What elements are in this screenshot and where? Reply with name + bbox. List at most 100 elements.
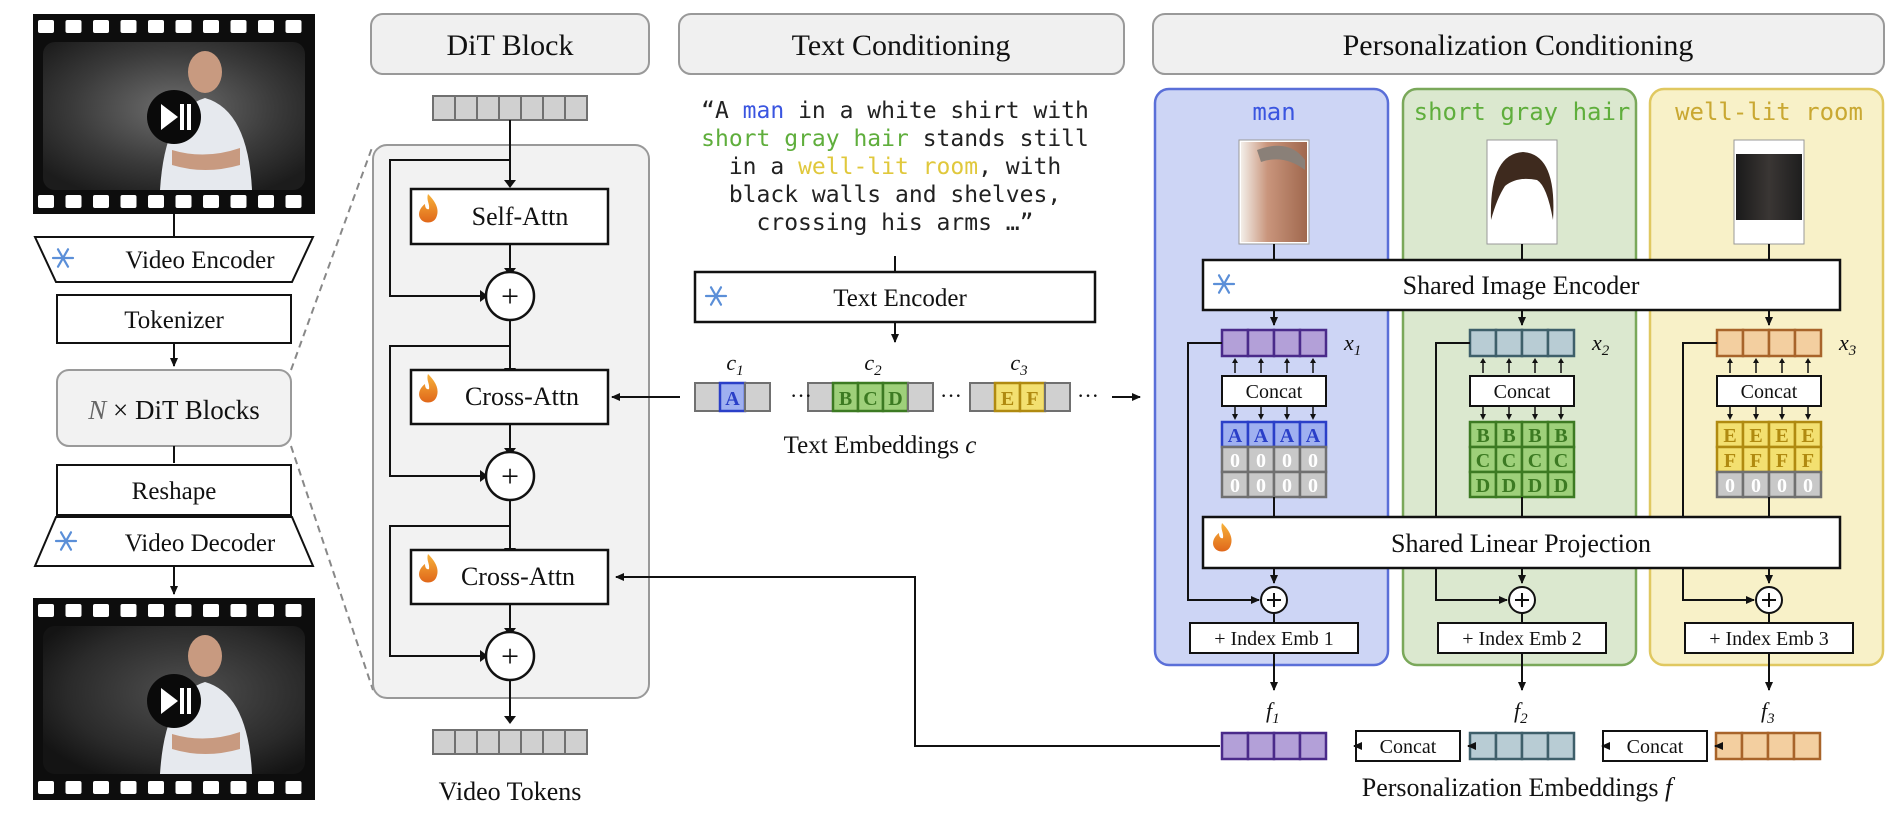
- film-sprocket: [230, 195, 247, 208]
- film-sprocket: [65, 20, 82, 33]
- dit-header-label: DiT Block: [447, 29, 574, 62]
- token-cell: [454, 95, 478, 121]
- token-cell: [694, 382, 721, 412]
- snowflake-icon: [54, 531, 78, 551]
- film-sprocket: [120, 781, 137, 794]
- film-sprocket: [258, 195, 274, 208]
- token-cell: [476, 95, 500, 121]
- grid-cell-label: E: [1801, 425, 1814, 447]
- f-label: f3: [1761, 698, 1775, 727]
- token-ef-label: F: [1026, 388, 1038, 410]
- bottom-concat-box: [1602, 730, 1708, 762]
- grid-cell-label: A: [1254, 425, 1269, 447]
- grid-cell: [1793, 470, 1823, 499]
- video-decoder-label: Video Decoder: [125, 530, 276, 557]
- film-sprocket: [148, 20, 164, 33]
- text-encoder-label: Text Encoder: [833, 285, 967, 312]
- x-token-cell: [1468, 328, 1498, 358]
- film-sprocket: [93, 604, 109, 617]
- film-sprocket: [175, 195, 192, 208]
- film-sprocket: [148, 781, 164, 794]
- token-cell: [807, 382, 834, 412]
- grid-cell-label: 0: [1751, 475, 1761, 497]
- video-encoder-label: Video Encoder: [125, 247, 275, 274]
- film-sprocket: [258, 781, 274, 794]
- grid-cell-label: D: [1502, 475, 1516, 497]
- output-token-row: [432, 729, 588, 755]
- grid-cell-label: 0: [1777, 475, 1787, 497]
- f-token-cell: [1766, 731, 1796, 761]
- residual-path: [1682, 342, 1755, 604]
- token-cell: [969, 382, 996, 412]
- grid-cell-label: D: [1528, 475, 1542, 497]
- grid-cell-label: 0: [1725, 475, 1735, 497]
- reshape-block: Reshape: [56, 464, 292, 516]
- x-token-cell: [1298, 328, 1328, 358]
- grid-cell: [1793, 445, 1823, 474]
- svg-text:N × DiT Blocks: N × DiT Blocks: [87, 395, 260, 425]
- film-sprocket: [285, 781, 302, 794]
- ellipsis-1: ···: [790, 383, 812, 408]
- f-token-cell: [1740, 731, 1770, 761]
- prompt-line: in a well-lit room, with: [729, 154, 1061, 180]
- film-sprocket: [230, 604, 247, 617]
- grid-cell: [1715, 470, 1745, 499]
- concat-box: [1221, 375, 1327, 407]
- column-title: short gray hair: [1414, 98, 1631, 126]
- f-token-cell: [1546, 731, 1576, 761]
- grid-cell-label: A: [1306, 425, 1321, 447]
- film-sprocket: [175, 604, 192, 617]
- token-ef-label: E: [1001, 388, 1014, 410]
- f-token-cell: [1298, 731, 1328, 761]
- grid-cell-label: C: [1476, 450, 1490, 472]
- film-sprocket: [148, 604, 164, 617]
- x-token-cell: [1741, 328, 1771, 358]
- film-sprocket: [93, 781, 109, 794]
- f-token-cell: [1520, 731, 1550, 761]
- play-pause-icon[interactable]: [147, 90, 201, 144]
- token-bcd: [856, 381, 885, 413]
- grid-cell-label: 0: [1282, 450, 1292, 472]
- grid-cell-label: F: [1776, 450, 1788, 472]
- personalization-header-label: Personalization Conditioning: [1343, 29, 1694, 62]
- play-pause-icon[interactable]: [147, 674, 201, 728]
- prompt-line: crossing his arms …”: [757, 210, 1034, 236]
- grid-cell-label: D: [1476, 475, 1490, 497]
- film-sprocket: [93, 195, 109, 208]
- grid-cell-label: B: [1554, 425, 1567, 447]
- film-sprocket: [148, 195, 164, 208]
- film-sprocket: [230, 781, 247, 794]
- room-image: [1736, 154, 1802, 220]
- grid-cell: [1298, 470, 1328, 499]
- grid-cell: [1741, 445, 1771, 474]
- ellipsis-3: ···: [1077, 383, 1099, 408]
- dit-block-header: DiT Block: [370, 13, 650, 75]
- cross-attn-block-1: Cross-Attn: [409, 368, 610, 426]
- n-dit-blocks: N × DiT Blocks: [56, 369, 292, 447]
- self-attn-label: Self-Attn: [472, 202, 569, 231]
- token-cell: [520, 95, 544, 121]
- grid-cell: [1546, 420, 1576, 449]
- x-token-cell: [1546, 328, 1576, 358]
- grid-cell-label: 0: [1308, 475, 1318, 497]
- film-sprocket: [65, 195, 82, 208]
- film-sprocket: [38, 604, 54, 617]
- grid-cell-label: 0: [1803, 475, 1813, 497]
- personalization-embeddings-label: Personalization Embeddings f: [1362, 773, 1676, 802]
- grid-cell-label: F: [1750, 450, 1762, 472]
- shared-image-encoder: Shared Image Encoder: [1201, 258, 1842, 312]
- x-token-cell: [1494, 328, 1524, 358]
- f-token-cell: [1468, 731, 1498, 761]
- grid-cell: [1715, 420, 1745, 449]
- x-token-cell: [1793, 328, 1823, 358]
- column-title: man: [1252, 98, 1295, 126]
- plus-node-3: +: [484, 630, 536, 682]
- hair-image: [1490, 152, 1554, 220]
- film-sprocket: [285, 195, 302, 208]
- film-sprocket: [38, 195, 54, 208]
- plus-node-1: +: [484, 270, 536, 322]
